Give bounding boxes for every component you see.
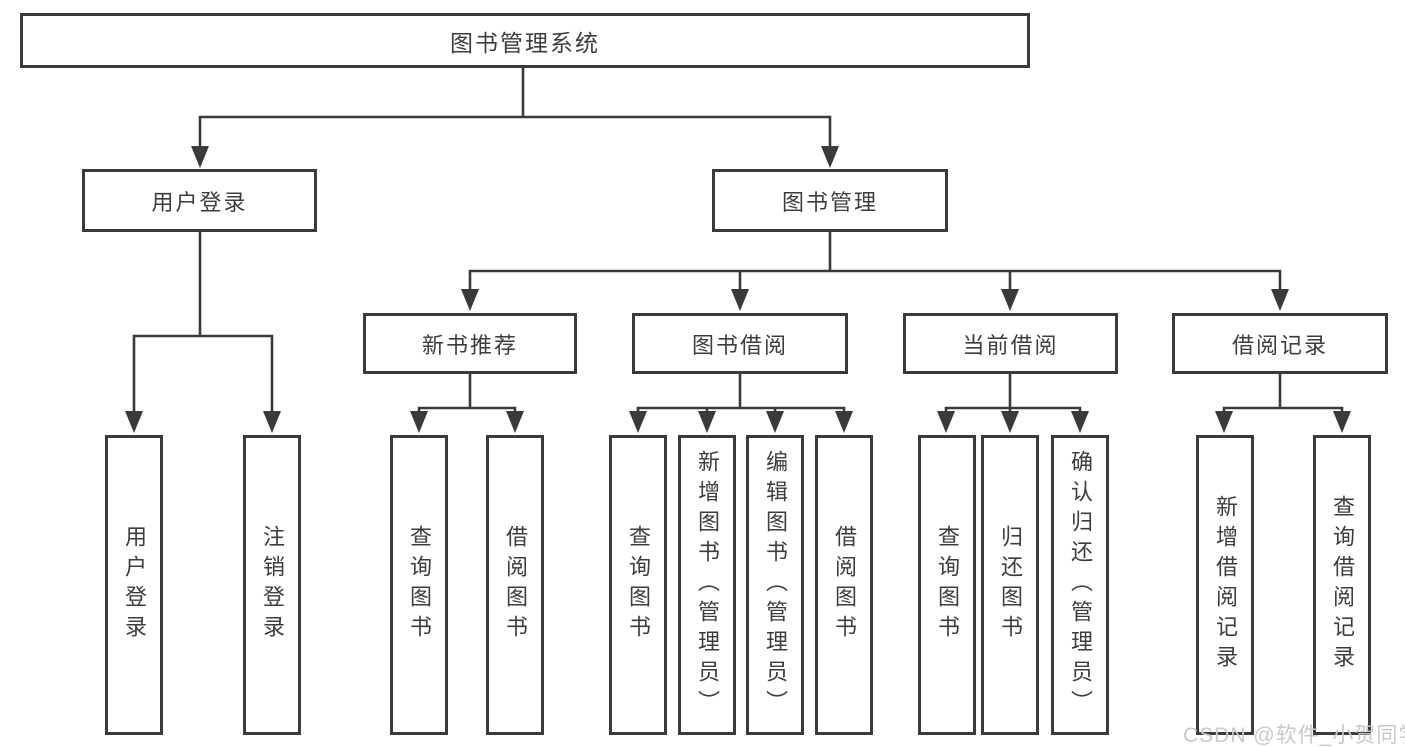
- node-book-borrow: 图书借阅: [632, 313, 848, 374]
- node-library-management-system: 图书管理系统: [20, 13, 1030, 68]
- csdn-watermark: CSDN @软件_小贺同学: [1183, 724, 1405, 747]
- connector-book-management-to-level3: [461, 232, 1289, 311]
- leaf-logout: 注销登录: [243, 435, 301, 735]
- node-user-login: 用户登录: [82, 169, 317, 232]
- connector-current-to-leaves: [937, 374, 1089, 433]
- connector-borrow-to-leaves: [629, 374, 853, 433]
- leaf-add-borrow-record: 新增借阅记录: [1196, 435, 1254, 735]
- leaf-borrow-books: 借阅图书: [815, 435, 873, 735]
- leaf-recommend-borrow-books: 借阅图书: [486, 435, 544, 735]
- connector-records-to-leaves: [1215, 374, 1351, 433]
- leaf-current-query-books: 查询图书: [918, 435, 976, 735]
- leaf-query-borrow-record: 查询借阅记录: [1313, 435, 1371, 735]
- connector-user-login-to-leaves: [125, 232, 281, 433]
- connector-root-to-level2: [191, 68, 839, 168]
- leaf-borrow-query-books: 查询图书: [609, 435, 667, 735]
- leaf-return-books: 归还图书: [981, 435, 1039, 735]
- leaf-recommend-query-books: 查询图书: [390, 435, 448, 735]
- node-new-book-recommend: 新书推荐: [363, 313, 577, 374]
- connector-recommend-to-leaves: [410, 374, 524, 433]
- leaf-confirm-return-admin: 确认归还（管理员）: [1051, 435, 1109, 735]
- leaf-add-books-admin: 新增图书（管理员）: [678, 435, 736, 735]
- node-book-management: 图书管理: [712, 169, 948, 232]
- node-current-borrow: 当前借阅: [903, 313, 1118, 374]
- node-borrow-records: 借阅记录: [1172, 313, 1388, 374]
- leaf-user-login: 用户登录: [105, 435, 163, 735]
- leaf-edit-books-admin: 编辑图书（管理员）: [746, 435, 804, 735]
